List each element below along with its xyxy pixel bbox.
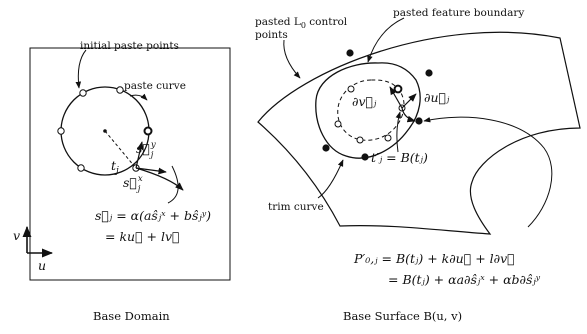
control-point: [346, 49, 354, 57]
offset-vector: [401, 107, 416, 123]
paste-point: [77, 164, 85, 172]
caption-base-domain: Base Domain: [93, 309, 170, 323]
trim-curve: [315, 62, 421, 159]
control-point: [361, 153, 369, 161]
dv-vector: [389, 86, 403, 109]
paste-point: [79, 89, 87, 97]
label-pasted-feature-boundary: pasted feature boundary: [393, 7, 524, 19]
label-du: ∂u⃗ⱼ: [424, 90, 450, 105]
boundary-point: [356, 136, 364, 144]
boundary-point: [347, 85, 355, 93]
initial-paste-points: [57, 86, 153, 172]
boundary-point-highlight: [393, 84, 403, 94]
combined-vector: [135, 167, 184, 191]
equation-leader-right: [423, 116, 553, 228]
label-tj: tj: [111, 158, 119, 176]
control-point: [425, 69, 433, 77]
label-initial-paste-points: initial paste points: [80, 40, 179, 52]
boundary-point: [334, 120, 342, 128]
label-points: points: [255, 29, 288, 41]
pasted-control-points: [322, 49, 433, 161]
boundary-point: [384, 134, 392, 142]
surface-outline: [257, 31, 581, 235]
pasted-feature-boundary: [337, 79, 405, 141]
du-vector: [401, 93, 417, 109]
initial-points-leader: [75, 49, 87, 89]
control-points-leader: [283, 39, 301, 79]
axis-u-label: u: [38, 258, 46, 273]
domain-frame: [29, 47, 231, 281]
equation-sj: s⃗ⱼ = α(aŝⱼˣ + bŝⱼʸ): [95, 208, 211, 223]
paste-point-highlight: [143, 126, 153, 136]
control-point: [322, 144, 330, 152]
paste-curve-leader: [129, 93, 148, 101]
equation-leader: [167, 165, 179, 204]
paste-point: [57, 127, 65, 135]
label-tprime: t′ⱼ = B(tⱼ): [371, 150, 428, 165]
label-trim-curve: trim curve: [268, 201, 324, 213]
radius-dashed: [104, 130, 136, 168]
equation-ku-lv: = ku⃗ + lv⃗: [105, 229, 180, 244]
equation-p0j-expanded: = B(tⱼ) + αa∂ŝⱼˣ + αb∂ŝⱼʸ: [388, 272, 541, 287]
label-dv: ∂v⃗ⱼ: [352, 94, 377, 109]
caption-base-surface: Base Surface B(u, v): [343, 309, 462, 323]
s-x-vector: [135, 167, 167, 175]
paste-point: [116, 86, 124, 94]
trim-leader: [317, 159, 344, 199]
axis-v-label: v: [13, 228, 20, 243]
s-y-vector: [135, 141, 144, 169]
tprime-leader: [395, 111, 402, 153]
equation-p0j: P′₀,ⱼ = B(tⱼ) + k∂u⃗ + l∂v⃗: [353, 251, 515, 266]
boundary-leader: [367, 17, 405, 63]
label-paste-curve: paste curve: [124, 80, 186, 92]
control-point-p0j: [415, 117, 423, 125]
base-surface-panel: pasted L0 control points pasted feature …: [255, 7, 581, 323]
label-pasted-l0-control: pasted L0 control: [255, 16, 348, 30]
